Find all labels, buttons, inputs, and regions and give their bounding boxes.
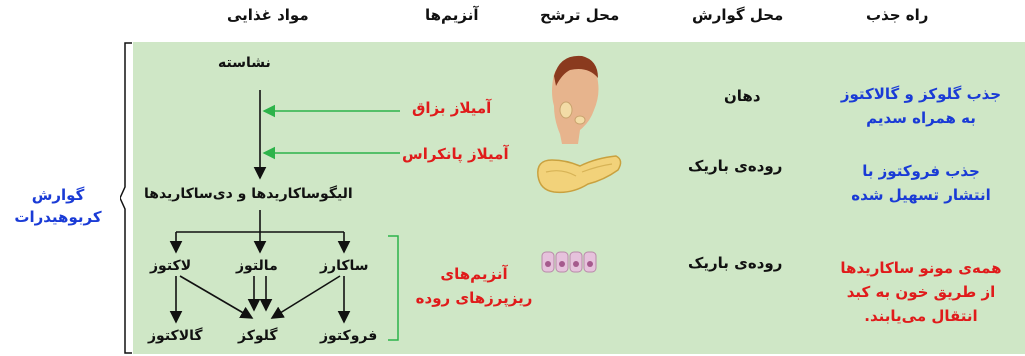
site-mouth: دهان: [724, 87, 761, 105]
absorption-row-3-line-1: همه‌ی مونو ساکاریدها: [826, 256, 1016, 280]
arrow-lactose-glucose: [180, 276, 252, 318]
site-small-intestine-2: روده‌ی باریک: [688, 254, 782, 272]
enzyme-bracket: [388, 236, 398, 340]
head-icon: [540, 50, 604, 146]
absorption-row-3-line-3: انتقال می‌یابند.: [826, 304, 1016, 328]
label-oligo-disaccharides: الیگوساکاریدها و دی‌ساکاریدها: [144, 186, 353, 202]
intestinal-cells-icon: [540, 248, 604, 274]
label-starch: نشاسته: [218, 55, 271, 71]
arrow-sucrose-glucose: [272, 276, 340, 318]
absorption-row-3-line-2: از طریق خون به کبد: [826, 280, 1016, 304]
absorption-row-2: جذب فروکتوز با انتشار تسهیل شده: [826, 159, 1016, 207]
absorption-row-1-line-2: به همراه سدیم: [826, 106, 1016, 130]
label-glucose: گلوکز: [238, 328, 277, 344]
site-small-intestine-1: روده‌ی باریک: [688, 157, 782, 175]
label-sucrose: ساکارز: [320, 258, 369, 274]
absorption-row-1: جذب گلوکز و گالاکتوز به همراه سدیم: [826, 82, 1016, 130]
label-galactose: گالاکتوز: [148, 328, 203, 344]
enzyme-brush-border: آنزیم‌های ریزپرزهای روده: [404, 262, 544, 310]
absorption-row-2-line-1: جذب فروکتوز با: [826, 159, 1016, 183]
brush-border-line-1: آنزیم‌های: [404, 262, 544, 286]
enzyme-pancreatic-amylase: آمیلاز پانکراس: [402, 145, 509, 163]
absorption-row-2-line-2: انتشار تسهیل شده: [826, 183, 1016, 207]
brush-border-line-2: ریزپرزهای روده: [404, 286, 544, 310]
enzyme-salivary-amylase: آمیلاز بزاق: [412, 99, 491, 117]
absorption-row-1-line-1: جذب گلوکز و گالاکتوز: [826, 82, 1016, 106]
label-lactose: لاکتوز: [150, 258, 191, 274]
label-fructose: فروکتوز: [320, 328, 377, 344]
label-maltose: مالتوز: [236, 258, 278, 274]
pancreas-icon: [532, 150, 624, 196]
absorption-row-3: همه‌ی مونو ساکاریدها از طریق خون به کبد …: [826, 256, 1016, 328]
